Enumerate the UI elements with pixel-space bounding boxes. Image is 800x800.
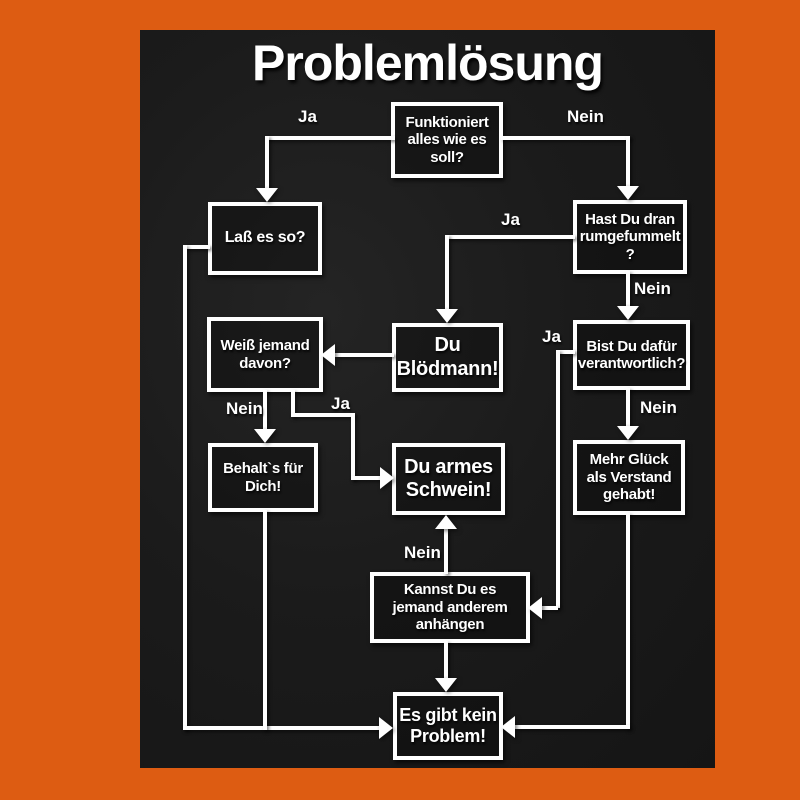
edge-lass-problem-line [185,245,210,249]
arrowhead-into-verantwortlich [617,306,639,320]
arrowhead-into-rumgefummelt [617,186,639,200]
arrowhead-into-bloedmann [436,309,458,323]
edge-weiss-schwein-line [351,413,355,480]
edge-funktioniert-rumgefummelt-line [501,136,630,140]
edge-anhaengen-problem-line [444,641,448,680]
edge-weiss-behalt-line [263,390,267,431]
edge-glueck-problem-line [515,725,630,729]
arrowhead-into-problem-top [435,678,457,692]
edge-verantwortlich-anhaengen-line [558,350,575,354]
edge-label-nein-weiss: Nein [226,399,263,418]
node-du-bloedmann: Du Blödmann! [392,323,503,392]
edge-funktioniert-lass-line [265,136,395,140]
edge-glueck-problem-line [626,513,630,729]
edge-rumgefummelt-bloedmann-line [447,235,575,239]
arrowhead-into-weiss [321,344,335,366]
edge-behalt-problem-line [263,510,267,730]
node-behalts-fuer-dich: Behalt`s für Dich! [208,443,318,512]
node-mehr-glueck: Mehr Glück als Verstand gehabt! [573,440,685,515]
edge-funktioniert-lass-line [265,136,269,190]
arrowhead-into-problem-right [501,716,515,738]
edge-label-ja-mid: Ja [501,210,520,229]
node-du-armes-schwein: Du armes Schwein! [392,443,505,515]
black-print-panel [140,30,715,768]
edge-rumgefummelt-bloedmann-line [445,235,449,311]
edge-funktioniert-rumgefummelt-line [626,136,630,188]
node-rumgefummelt: Hast Du dran rumgefummelt ? [573,200,687,274]
edge-anhaengen-schwein-line [444,529,448,574]
edge-label-ja-verantwortlich: Ja [542,327,561,346]
edge-weiss-schwein-line [291,413,355,417]
arrowhead-into-schwein-bottom [435,515,457,529]
arrowhead-into-glueck [617,426,639,440]
arrowhead-into-behalt [254,429,276,443]
arrowhead-into-problem-left [379,717,393,739]
edge-label-ja-weiss: Ja [331,394,350,413]
edge-weiss-schwein-line [351,476,380,480]
arrowhead-into-schwein [380,467,394,489]
node-weiss-jemand: Weiß jemand davon? [207,317,323,392]
edge-label-ja-top-left: Ja [298,107,317,126]
node-funktioniert: Funktioniert alles wie es soll? [391,102,503,178]
edge-lass-problem-line [183,245,187,730]
node-anhaengen: Kannst Du es jemand anderem anhängen [370,572,530,643]
edge-bloedmann-weiss-line [335,353,394,357]
edge-verantwortlich-glueck-line [626,388,630,428]
edge-verantwortlich-anhaengen-line [556,350,560,608]
edge-label-nein-verantwortlich: Nein [640,398,677,417]
edge-rumgefummelt-verantwortlich-line [626,271,630,308]
edge-lass-problem-line [183,726,379,730]
arrowhead-into-anhaengen [528,597,542,619]
edge-verantwortlich-anhaengen-line [542,606,558,610]
node-verantwortlich: Bist Du dafür verantwortlich? [573,320,690,390]
edge-label-nein-rumgefummelt: Nein [634,279,671,298]
diagram-title: Problemlösung [252,35,604,91]
arrowhead-into-lass [256,188,278,202]
edge-weiss-schwein-line [291,390,295,417]
edge-label-nein-anhaengen: Nein [404,543,441,562]
node-lass-es-so: Laß es so? [208,202,322,275]
edge-label-nein-top-right: Nein [567,107,604,126]
node-kein-problem: Es gibt kein Problem! [393,692,503,760]
